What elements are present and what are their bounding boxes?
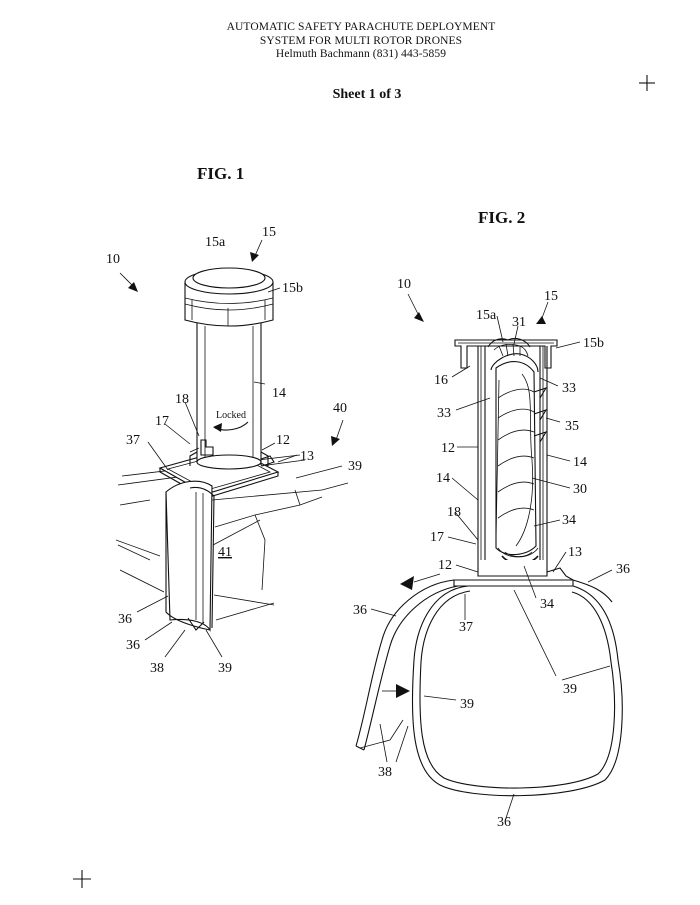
- fig2-label-15: 15: [544, 289, 558, 304]
- fig1-label-36a: 36: [118, 612, 132, 627]
- fig1-label-14: 14: [272, 386, 286, 401]
- fig2-label-38: 38: [378, 765, 392, 780]
- fig1-tube: [190, 322, 268, 469]
- fig1-label-38: 38: [150, 661, 164, 676]
- fig1-locked-text: Locked: [216, 410, 246, 421]
- fig2-label-15b: 15b: [583, 336, 604, 351]
- fig2-bottom-fitting: [454, 560, 573, 586]
- fig1-label-10: 10: [106, 252, 120, 267]
- fig1-strap: [166, 481, 214, 630]
- fig2-label-16: 16: [434, 373, 448, 388]
- fig2-label-36a: 36: [616, 562, 630, 577]
- fig2-label-10: 10: [397, 277, 411, 292]
- fig2-label-33a: 33: [562, 381, 576, 396]
- fig2-label-17: 17: [430, 530, 444, 545]
- fig1-label-18: 18: [175, 392, 189, 407]
- fig1-label-40: 40: [333, 401, 347, 416]
- fig2-parachute-pack: [491, 354, 546, 564]
- fig2-label-36c: 36: [497, 815, 511, 830]
- fig2-label-33b: 33: [437, 406, 451, 421]
- fig2-label-37: 37: [459, 620, 473, 635]
- fig1-label-13: 13: [300, 449, 314, 464]
- fig2-label-14a: 14: [573, 455, 587, 470]
- fig1-label-17: 17: [155, 414, 169, 429]
- fig2-label-36b: 36: [353, 603, 367, 618]
- fig2-label-35: 35: [565, 419, 579, 434]
- fig1-label-39a: 39: [348, 459, 362, 474]
- fig2-label-12a: 12: [441, 441, 455, 456]
- fig2-label-39b: 39: [460, 697, 474, 712]
- fig1-label-39b: 39: [218, 661, 232, 676]
- fig2-label-34a: 34: [562, 513, 576, 528]
- fig2-strap-arrow: [396, 684, 410, 698]
- fig2-label-13: 13: [568, 545, 582, 560]
- fig1-label-12: 12: [276, 433, 290, 448]
- fig2-label-15a: 15a: [476, 308, 497, 323]
- fig2-deploy-arrow: [400, 576, 414, 590]
- fig2-label-30: 30: [573, 482, 587, 497]
- fig2-arrow-15: [536, 316, 546, 324]
- fig2-label-12b: 12: [438, 558, 452, 573]
- fig2-label-31: 31: [512, 315, 526, 330]
- fig1-label-15: 15: [262, 225, 276, 240]
- fig1-cap: [185, 268, 273, 326]
- fig1-drawing: Locked 15a 15 10 15b 14 18: [106, 225, 362, 676]
- fig1-label-37: 37: [126, 433, 140, 448]
- registration-mark-top-right: [639, 75, 655, 91]
- fig2-strap: [356, 580, 622, 796]
- fig1-label-15b: 15b: [282, 281, 303, 296]
- fig2-label-14b: 14: [436, 471, 450, 486]
- fig2-label-39a: 39: [563, 682, 577, 697]
- fig1-label-36b: 36: [126, 638, 140, 653]
- registration-mark-bottom-left: [73, 870, 91, 888]
- fig1-label-15a: 15a: [205, 235, 226, 250]
- fig2-label-18: 18: [447, 505, 461, 520]
- fig2-label-34b: 34: [540, 597, 554, 612]
- fig2-drawing: 10 15 15a 31 15b 16 33 33 35 12 14 14 30…: [353, 277, 630, 830]
- fig1-label-41: 41: [218, 545, 232, 560]
- fig2-arrow-10: [414, 312, 424, 322]
